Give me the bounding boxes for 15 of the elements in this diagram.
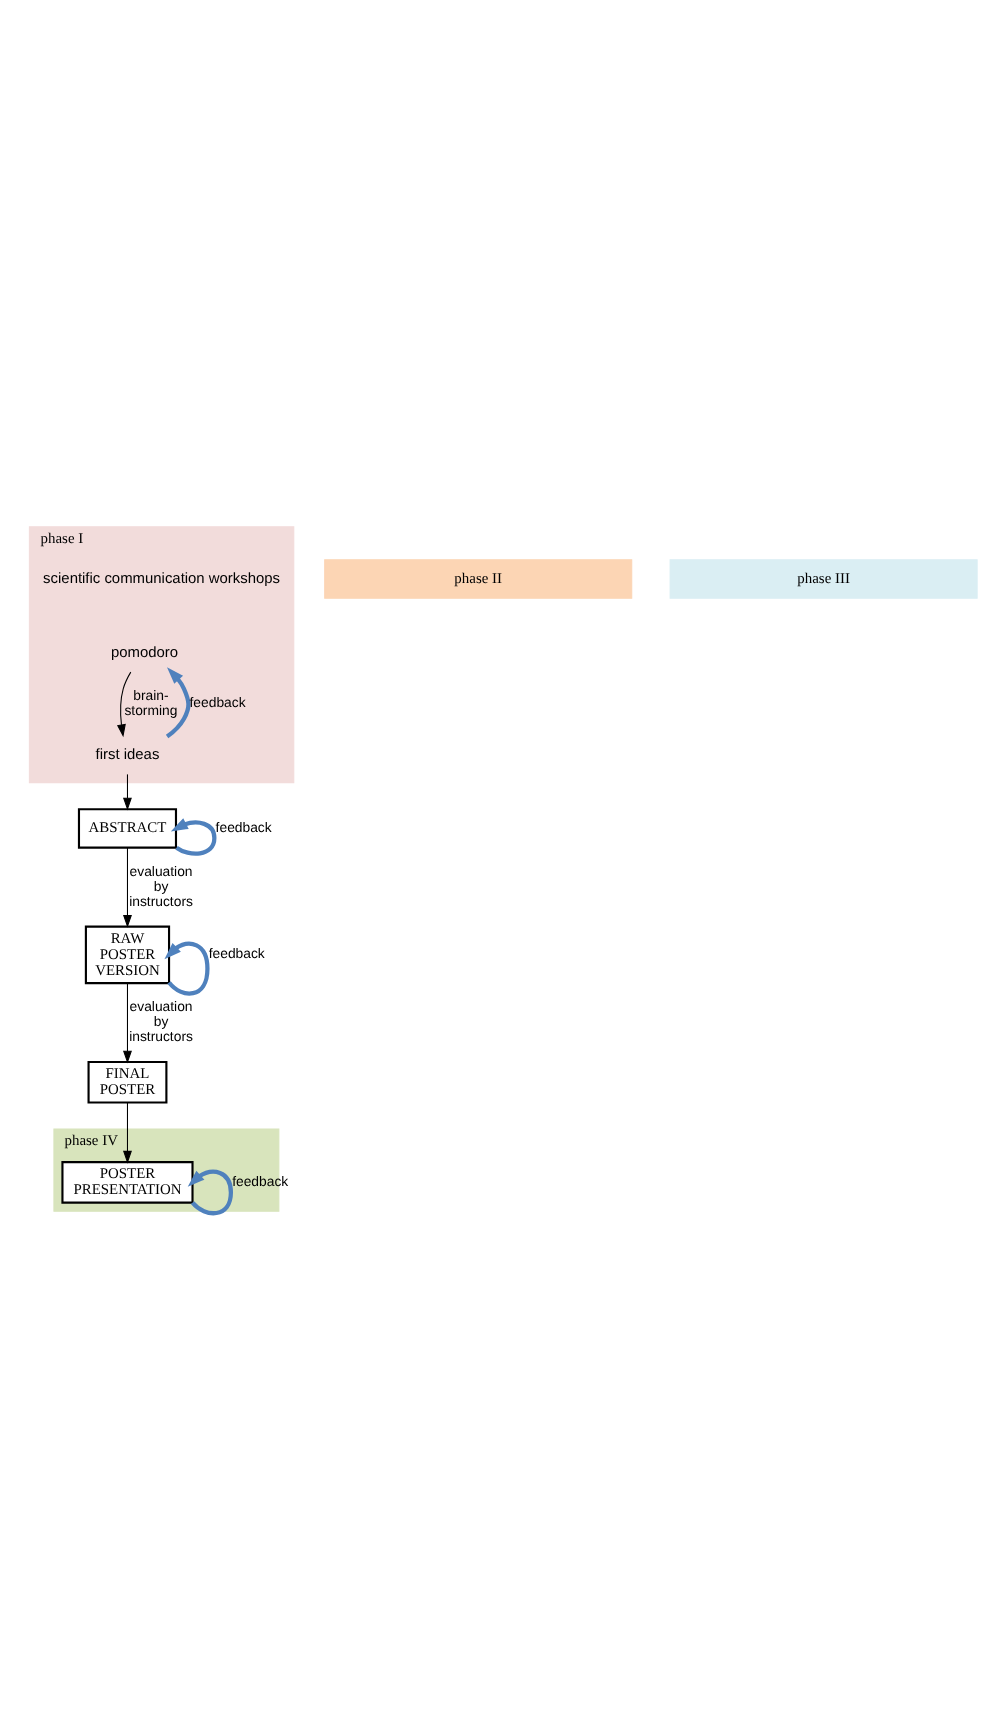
arrow [123,846,132,927]
node-box: phase II [324,558,633,598]
arrow [187,1168,233,1215]
arrow [164,940,210,995]
node-box: RAW POSTER VERSION [84,924,171,984]
node-box: phase III [669,558,978,598]
arrow [123,772,132,810]
arrow [170,817,217,855]
node-box: POSTER PRESENTATION [61,1160,194,1203]
node-box: FINAL POSTER [87,1059,168,1103]
node-box: ABSTRACT [77,807,178,848]
arrow [123,981,132,1063]
arrow [165,666,191,738]
arrow [117,670,132,737]
arrow [123,1101,132,1163]
